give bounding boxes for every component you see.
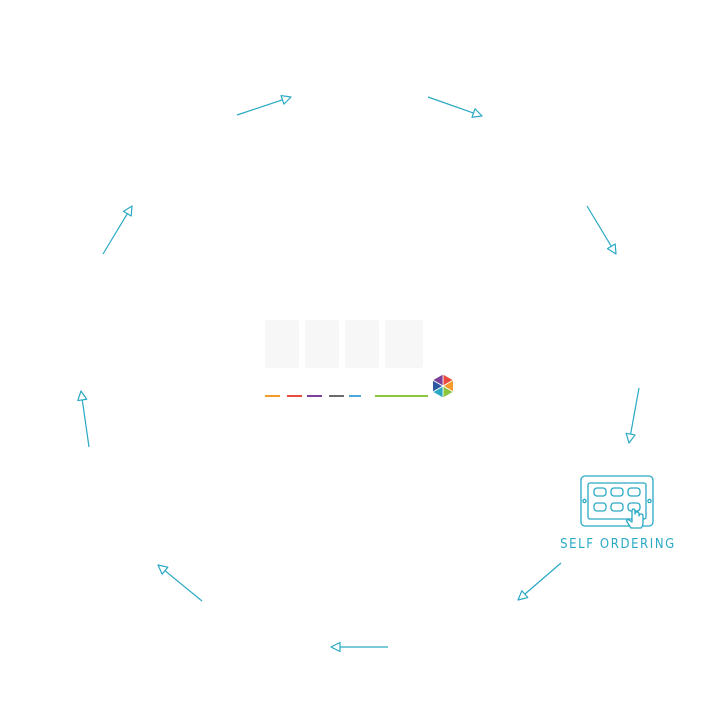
cycle-arrow-8 (77, 390, 90, 448)
cycle-arrow-5 (517, 562, 562, 601)
tablet-touch-icon (580, 475, 654, 529)
cycle-arrow-9 (102, 205, 133, 255)
hexagon-logo-icon (431, 373, 455, 399)
cycle-arrow-7 (157, 564, 203, 602)
stage-label-self-ordering: SELF ORDERING (560, 537, 676, 552)
cycle-arrows (77, 94, 640, 653)
center-logo-watermark (265, 320, 423, 368)
cycle-arrow-1 (236, 94, 292, 116)
hexagon-segment-6 (431, 373, 444, 387)
cycle-arrow-3 (586, 205, 617, 255)
cycle-arrow-2 (427, 96, 483, 118)
cycle-arrow-4 (625, 387, 640, 444)
cycle-arrow-6 (330, 641, 388, 653)
